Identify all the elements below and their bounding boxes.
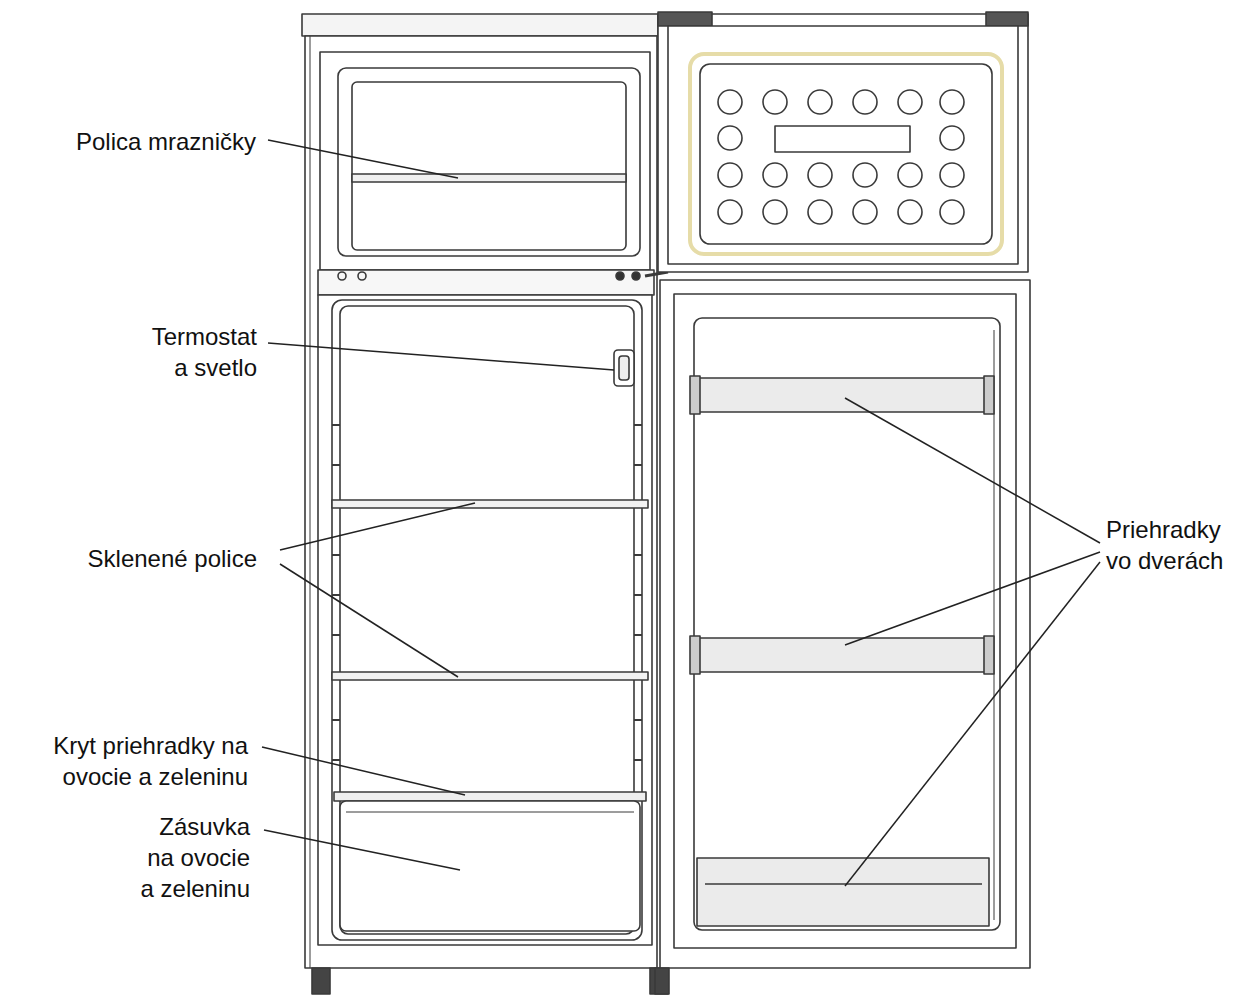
part-label: Termostat a svetlo [137,321,257,383]
fridge-door [655,280,1030,994]
leader-lines [845,562,1100,886]
crisper-drawer [340,801,640,931]
cabinet [332,300,642,940]
glass-shelf [332,500,648,508]
cabinet [332,425,642,760]
cabinet [352,82,626,250]
cabinet [332,759,340,761]
part-label: Sklenené police [57,543,257,574]
cabinet [338,68,640,256]
fridge-door [690,636,700,674]
door-bin [697,858,989,926]
freezer-door [775,126,910,152]
cabinet [650,968,668,994]
leader-lines [268,343,614,370]
cabinet [332,554,340,556]
fridge-door [660,280,1030,968]
fridge-door [984,376,994,414]
leader-lines [268,140,458,178]
cabinet [302,14,658,36]
cabinet [634,634,642,636]
cabinet [302,14,668,994]
freezer-door [853,163,877,187]
freezer-door [763,200,787,224]
freezer-door [853,200,877,224]
cabinet [332,719,340,721]
leader-lines [264,830,460,870]
cabinet [616,272,624,280]
freezer-door [940,126,964,150]
freezer-door [658,14,1028,272]
freezer-door [763,90,787,114]
freezer-shelf [352,174,626,182]
freezer-door [658,12,1028,272]
freezer-door [808,90,832,114]
freezer-door [668,26,1018,264]
freezer-door [718,200,742,224]
cabinet [332,464,340,466]
freezer-door [986,12,1028,26]
freezer-door [718,90,742,114]
part-label: Polica mrazničky [56,126,256,157]
fridge-door [984,636,994,674]
fridge-door [705,883,982,885]
fridge-door [674,294,1016,948]
freezer-door [690,54,1002,254]
cabinet [634,554,642,556]
cabinet [332,594,340,596]
freezer-door [853,90,877,114]
freezer-door [700,64,992,244]
cabinet [312,968,330,994]
leader-lines [280,503,475,550]
cabinet [619,356,629,380]
freezer-door [808,200,832,224]
fridge-door [690,376,700,414]
fridge-door [994,330,995,920]
cabinet [332,424,340,426]
crisper-cover [334,792,646,801]
cabinet [634,594,642,596]
cabinet [634,759,642,761]
freezer-door [718,163,742,187]
freezer-door [898,200,922,224]
cabinet [634,424,642,426]
freezer-door [763,163,787,187]
door-bin [697,378,993,412]
freezer-door [940,90,964,114]
part-label: Zásuvka na ovocie a zeleninu [132,811,250,904]
freezer-door [658,12,712,26]
cabinet [310,36,311,968]
leader-lines [262,140,1100,886]
part-label: Priehradky vo dverách [1106,514,1241,576]
leader-lines [845,398,1100,543]
freezer-door [808,163,832,187]
freezer-door [940,200,964,224]
glass-shelf [332,672,648,680]
cabinet [634,464,642,466]
cabinet [634,719,642,721]
cabinet [332,634,340,636]
cabinet [305,36,657,968]
thermostat [614,350,634,386]
leader-lines [845,552,1100,645]
freezer-door [898,90,922,114]
cabinet [346,812,634,813]
freezer-door [718,90,964,224]
freezer-door [718,126,742,150]
part-label: Kryt priehradky na ovocie a zeleninu [6,730,248,792]
cabinet [632,272,640,280]
leader-lines [262,747,465,795]
freezer-door [898,163,922,187]
cabinet [338,272,346,280]
leader-lines [280,564,458,677]
freezer-door [940,163,964,187]
cabinet [318,270,654,295]
fridge-door [694,318,1000,930]
cabinet [358,272,366,280]
fridge-door [655,968,669,994]
door-bin [697,638,993,672]
